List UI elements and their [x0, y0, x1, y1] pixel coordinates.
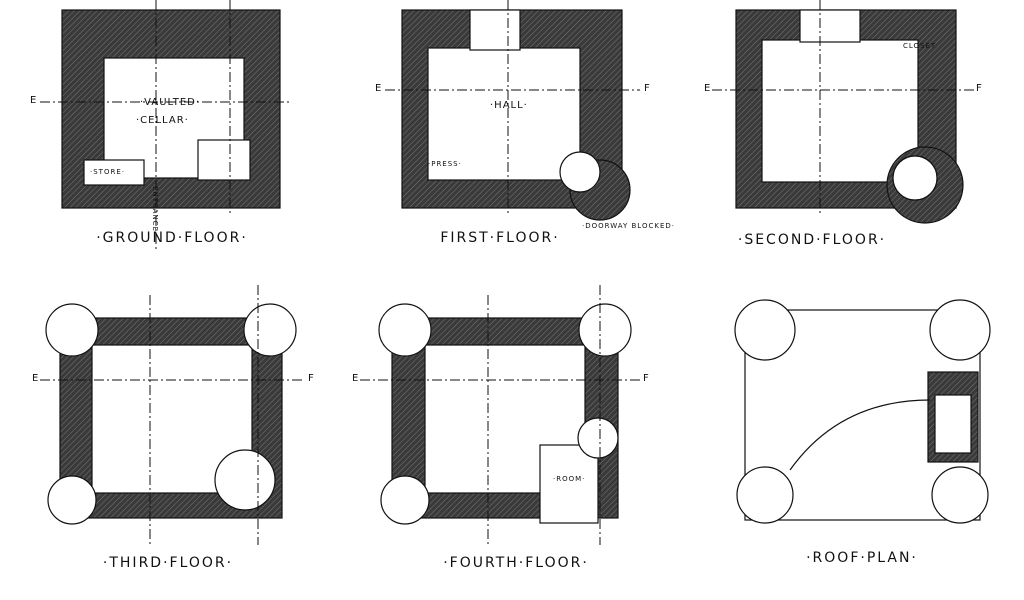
plan-title-fourth-floor: ·Fourth·Floor·	[443, 555, 589, 571]
section-mark-e: E	[352, 373, 360, 384]
section-mark-f: F	[976, 83, 983, 94]
room-label-closet: Closet	[903, 42, 937, 50]
room-label-vaulted: ·Vaulted·	[140, 97, 201, 108]
section-mark-f: F	[308, 373, 315, 384]
section-mark-e: E	[375, 83, 383, 94]
room-label-room: ·Room·	[553, 475, 586, 483]
third-floor-plan	[45, 303, 297, 525]
section-lines	[40, 0, 975, 545]
plan-title-second-floor: ·Second·Floor·	[737, 232, 887, 248]
section-mark-e: E	[32, 373, 40, 384]
plan-title-roof-plan: ·Roof·Plan·	[806, 550, 918, 566]
plan-title-third-floor: ·Third·Floor·	[102, 555, 234, 571]
second-floor-plan	[735, 9, 964, 224]
label-doorway-blocked: ·Doorway Blocked·	[582, 222, 675, 230]
plan-title-first-floor: First·Floor·	[440, 230, 560, 246]
section-mark-f: F	[644, 83, 651, 94]
room-label-hall: ·Hall·	[490, 100, 528, 111]
ground-floor-plan	[61, 9, 281, 209]
section-mark-e: E	[30, 95, 38, 106]
room-label-press: ·Press·	[428, 160, 462, 168]
roof-plan	[734, 299, 991, 524]
fourth-floor-plan	[378, 303, 632, 525]
section-mark-f: F	[643, 373, 650, 384]
first-floor-plan	[401, 9, 631, 221]
room-label-cellar: ·Cellar·	[136, 115, 189, 126]
room-label-store: ·Store·	[90, 168, 125, 176]
plan-title-ground-floor: ·Ground·Floor·	[96, 230, 248, 246]
room-label-entrance: Entrance	[150, 186, 159, 232]
section-mark-e: E	[704, 83, 712, 94]
